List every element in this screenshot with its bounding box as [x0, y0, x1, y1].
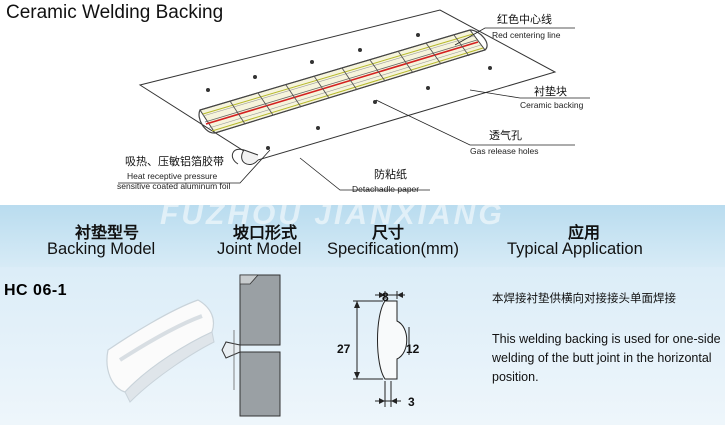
backing-tile-groove [118, 314, 203, 362]
header-spec-cn: 尺寸 [372, 223, 405, 242]
backing-label-cn: 衬垫块 [534, 85, 567, 98]
dim-height-value: 27 [337, 342, 351, 356]
joint-model-drawing [221, 274, 281, 417]
page-title: Ceramic Welding Backing [6, 2, 224, 23]
watermark: FUZHOU JIANXIANG [160, 198, 505, 231]
dim-groove-value: 12 [406, 342, 420, 356]
dim-bottom-value: 3 [408, 395, 415, 409]
gas-release-holes [206, 33, 492, 150]
gas-label-cn: 透气孔 [489, 129, 522, 142]
dim-arrow-top-right [397, 292, 403, 298]
callout-leaders [118, 27, 590, 191]
backing-green-line-2 [211, 47, 484, 132]
foil-label-en-2: sensitive coated aluminum foil [117, 181, 231, 191]
dim-arrow-bottom-left [379, 398, 385, 404]
dim-arrow-top-left [379, 292, 385, 298]
header-joint-cn: 坡口形式 [233, 223, 298, 242]
header-joint-en: Joint Model [217, 240, 302, 258]
application-text-en: This welding backing is used for one-sid… [492, 332, 721, 384]
joint-backing [221, 341, 241, 359]
header-app-cn: 应用 [568, 223, 601, 242]
upper-plate-bevel [239, 274, 259, 285]
backing-diagram [118, 9, 590, 191]
dim-arrow-up [354, 301, 360, 308]
backing-green-line-1 [202, 33, 474, 115]
backing-groove [204, 39, 478, 123]
ceramic-backing-outline [198, 29, 488, 134]
specification-drawing [353, 291, 410, 407]
gas-label-en: Gas release holes [470, 146, 539, 156]
backing-groove-edge-2 [208, 44, 482, 129]
backing-segments [229, 34, 470, 125]
red-line-label-cn: 红色中心线 [497, 13, 552, 26]
backing-model-number: HC 06-1 [4, 282, 68, 299]
upper-plate [239, 274, 281, 346]
backing-label-en: Ceramic backing [520, 100, 584, 110]
paper-label-en: Detachadle paper [352, 184, 420, 194]
dim-arrow-bottom-right [391, 398, 397, 404]
backing-profile [377, 300, 408, 380]
foil-label-cn: 吸热、压敏铝箔胶带 [125, 155, 224, 168]
red-line-label-en: Red centering line [492, 30, 561, 40]
paper-label-cn: 防粘纸 [374, 168, 407, 181]
header-app-en: Typical Application [507, 240, 643, 258]
foil-curl-edge [231, 148, 245, 165]
backing-groove-edge-1 [202, 35, 475, 117]
header-model-cn: 衬垫型号 [75, 223, 140, 242]
application-text-cn: 本焊接衬垫供横向对接接头单面焊接 [492, 291, 676, 305]
spec-table-header-band [0, 205, 725, 267]
lower-plate [239, 351, 281, 417]
foil-label-en-1: Heat receptive pressure [127, 171, 218, 181]
header-model-en: Backing Model [47, 240, 156, 258]
backing-tile-side [124, 331, 215, 403]
red-centering-line [205, 41, 479, 125]
backing-product-image [106, 299, 215, 403]
header-spec-en: Specification(mm) [327, 240, 460, 258]
dim-top-value: 8 [382, 290, 389, 304]
dim-arrow-down [354, 372, 360, 379]
